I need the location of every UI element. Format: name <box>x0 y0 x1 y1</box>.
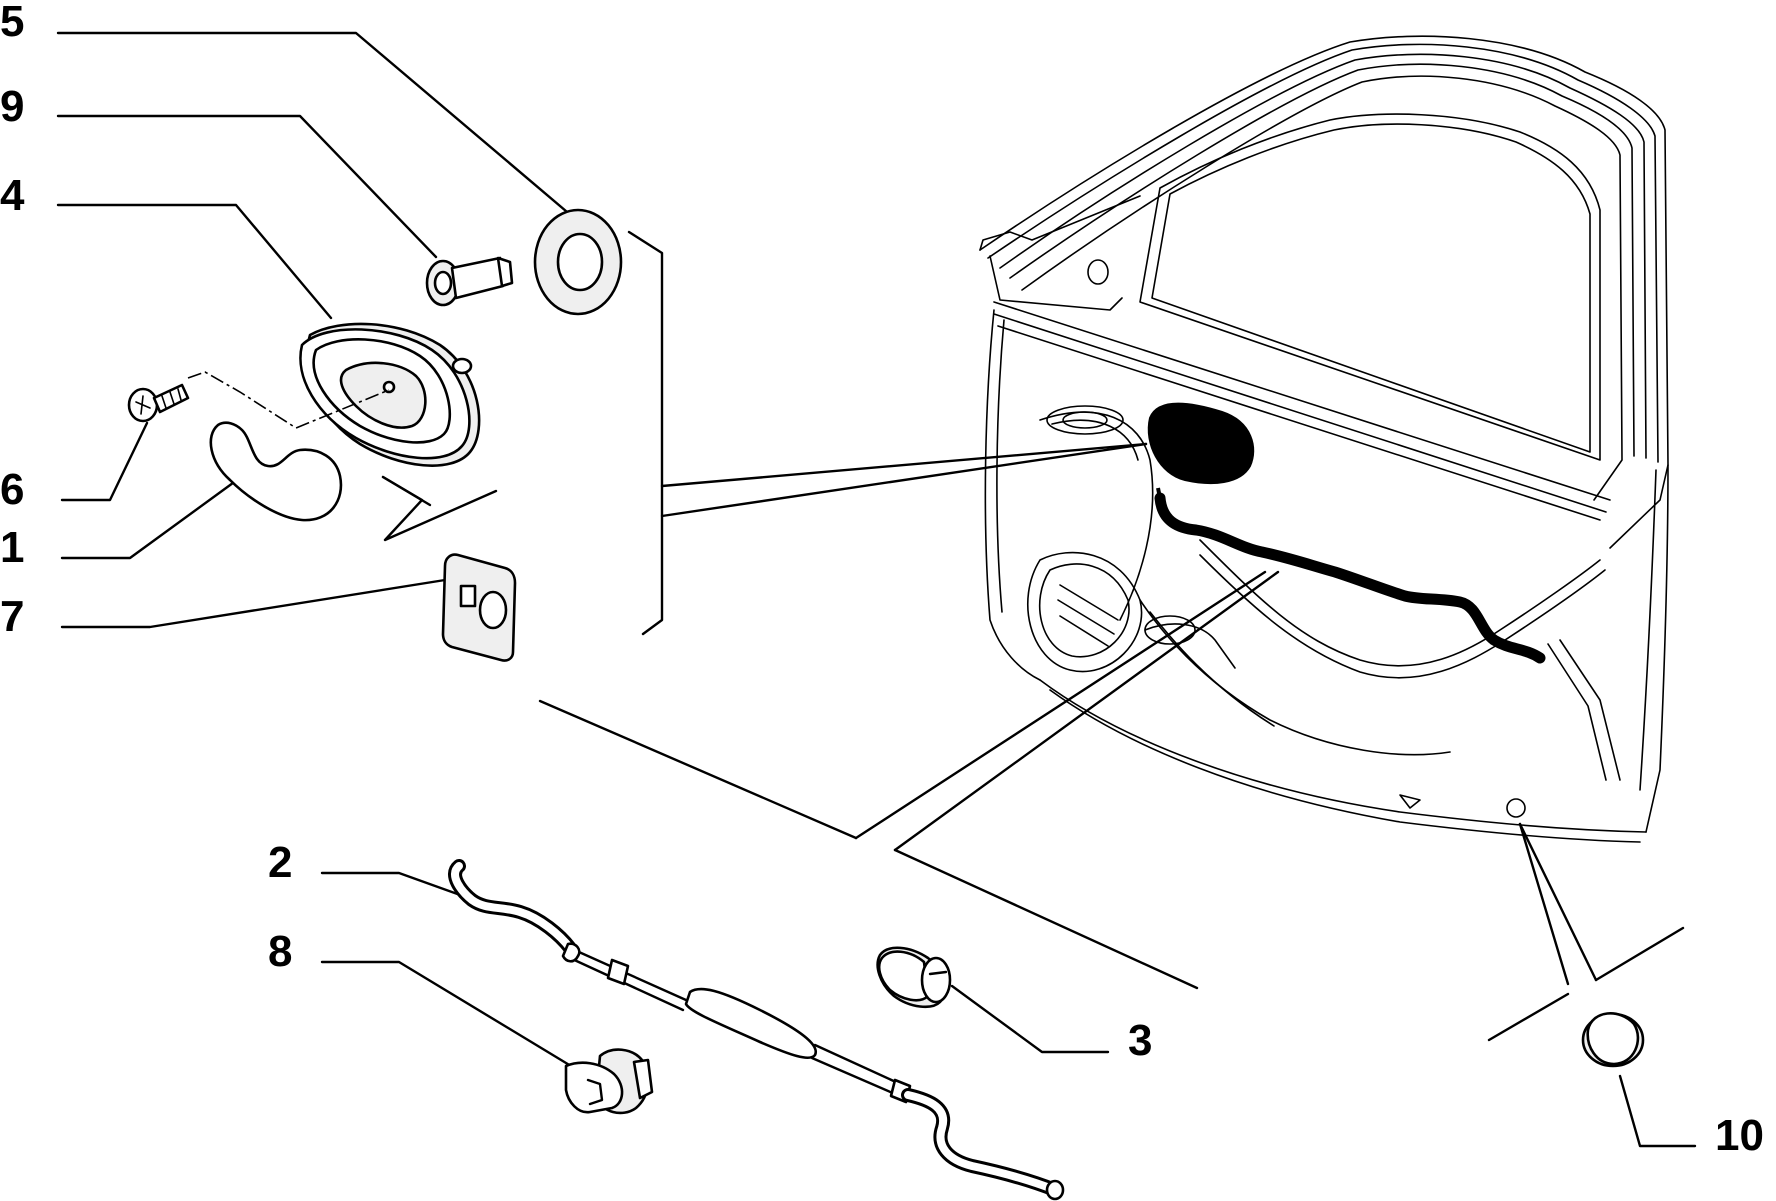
leader-5 <box>56 31 575 219</box>
car-door <box>979 35 1669 843</box>
part-4-loudspeaker <box>299 322 481 467</box>
alignment-line <box>187 371 390 429</box>
leader-3 <box>950 984 1110 1054</box>
callout-6: 6 <box>0 465 24 514</box>
callout-10: 10 <box>1715 1111 1764 1160</box>
part-3-clip <box>876 946 952 1009</box>
callout-1: 1 <box>0 523 24 572</box>
part-9-fastener-pin <box>425 256 514 307</box>
callout-2: 2 <box>268 838 292 887</box>
callout-4: 4 <box>0 171 25 220</box>
part-2-wiring-harness <box>448 859 1065 1201</box>
callout-7: 7 <box>0 592 24 641</box>
part-8-clip <box>564 1048 654 1115</box>
part-5-washer <box>533 208 623 316</box>
leader-lines <box>56 31 1697 1148</box>
leader-1 <box>60 478 239 560</box>
harness-callout-wedge <box>538 570 1280 990</box>
callout-5: 5 <box>0 0 24 46</box>
leader-9 <box>56 114 438 259</box>
part-6-screw <box>127 383 190 423</box>
speaker-assembly-bracket <box>627 230 1148 636</box>
door-wiring-harness <box>1154 492 1546 664</box>
callout-8: 8 <box>268 927 292 976</box>
door-speaker-hole <box>1147 402 1255 485</box>
leader-4 <box>56 203 333 320</box>
plug-callout-wedge <box>1487 822 1685 1042</box>
leader-7 <box>60 578 447 629</box>
leader-8 <box>320 960 573 1068</box>
leader-10 <box>1618 1074 1697 1148</box>
callout-3: 3 <box>1128 1016 1152 1065</box>
part-7-plate <box>441 553 517 662</box>
part-10-plug <box>1581 1012 1645 1068</box>
leader-6 <box>60 421 149 502</box>
callout-9: 9 <box>0 82 24 131</box>
part-1-gasket <box>209 421 343 522</box>
leader-2 <box>320 871 465 898</box>
